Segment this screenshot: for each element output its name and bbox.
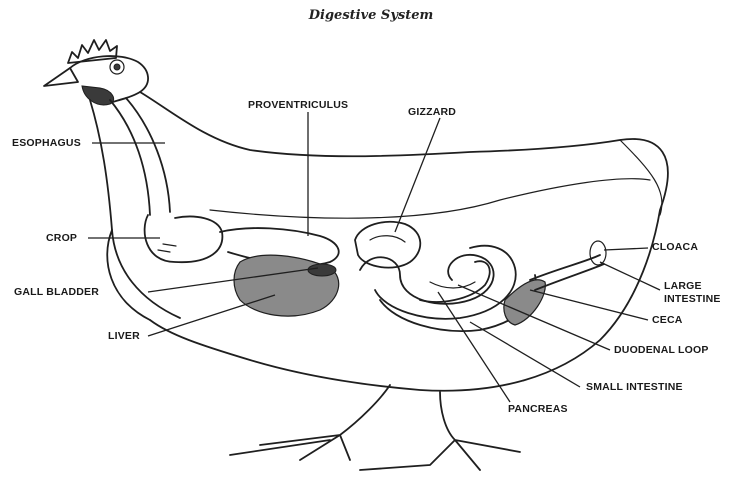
label-duodenal-loop: DUODENAL LOOP [614, 345, 709, 356]
label-gizzard: GIZZARD [408, 107, 456, 118]
leader-liver [148, 295, 275, 336]
leader-pancreas [438, 292, 510, 402]
label-cloaca: CLOACA [652, 242, 698, 253]
leader-duodenal-loop [458, 285, 610, 350]
label-crop: CROP [46, 233, 77, 244]
label-large-intestine-line2: INTESTINE [664, 294, 721, 305]
label-large-intestine-line1: LARGE [664, 281, 702, 292]
label-esophagus: ESOPHAGUS [12, 138, 81, 149]
label-liver: LIVER [108, 331, 140, 342]
label-proventriculus: PROVENTRICULUS [248, 100, 348, 111]
leader-ceca [530, 290, 648, 320]
label-small-intestine: SMALL INTESTINE [586, 382, 683, 393]
label-ceca: CECA [652, 315, 683, 326]
leader-gizzard [395, 118, 440, 232]
leader-gall-bladder [148, 268, 318, 292]
label-gall-bladder: GALL BLADDER [14, 287, 99, 298]
leader-cloaca [604, 248, 648, 250]
leader-large-intestine [600, 262, 660, 290]
label-pancreas: PANCREAS [508, 404, 568, 415]
leader-small-intestine [470, 322, 580, 387]
